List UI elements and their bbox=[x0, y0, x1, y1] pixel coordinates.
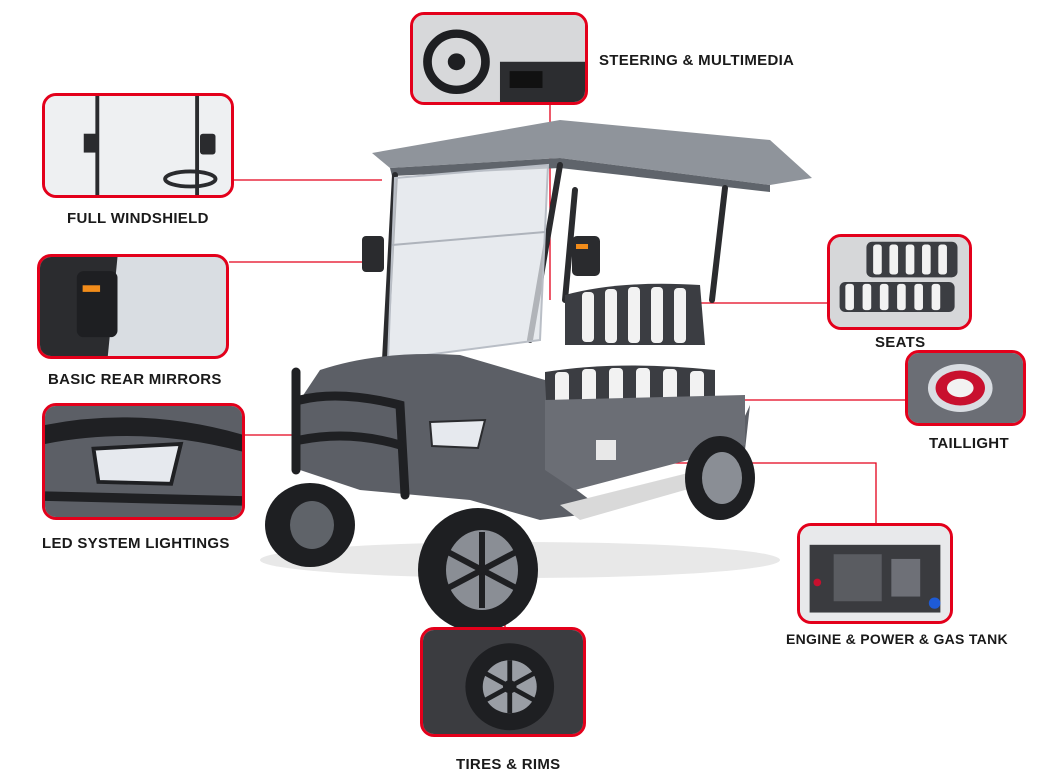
taillight-label: TAILLIGHT bbox=[929, 435, 1009, 452]
seats-label: SEATS bbox=[875, 334, 926, 351]
taillight-thumbnail bbox=[905, 350, 1026, 426]
seats-thumbnail bbox=[827, 234, 972, 330]
tires-thumbnail bbox=[420, 627, 586, 737]
engine-label: ENGINE & POWER & GAS TANK bbox=[786, 631, 1008, 647]
lights-label: LED SYSTEM LIGHTINGS bbox=[42, 535, 230, 552]
lights-thumbnail bbox=[42, 403, 245, 520]
steering-label: STEERING & MULTIMEDIA bbox=[599, 52, 795, 69]
windshield-thumbnail bbox=[42, 93, 234, 198]
windshield-label: FULL WINDSHIELD bbox=[67, 210, 209, 227]
mirrors-thumbnail bbox=[37, 254, 229, 359]
engine-thumbnail bbox=[797, 523, 953, 624]
tires-label: TIRES & RIMS bbox=[456, 756, 561, 773]
wheels bbox=[265, 436, 755, 632]
steering-thumbnail bbox=[410, 12, 588, 105]
mirrors-label: BASIC REAR MIRRORS bbox=[48, 371, 222, 388]
